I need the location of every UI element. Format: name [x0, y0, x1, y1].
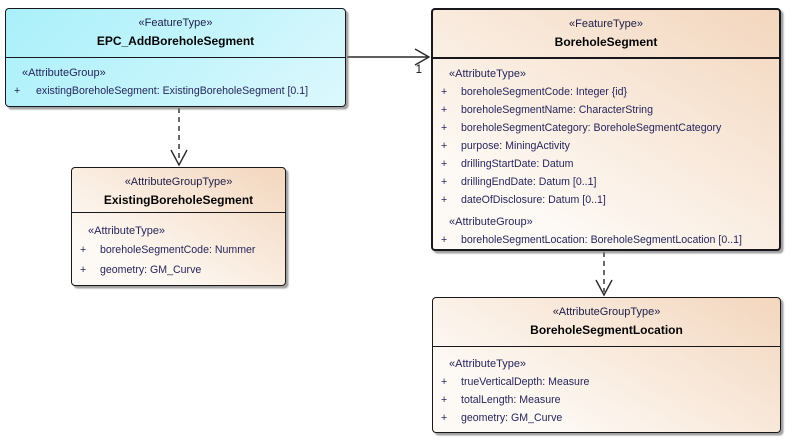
attribute-row: + boreholeSegmentCode: Nummer [72, 240, 285, 260]
stereotype-label: «AttributeGroupType» [124, 176, 233, 188]
dependency-connector-borehole-segment-location[interactable] [595, 252, 613, 297]
visibility-symbol: + [80, 244, 87, 256]
class-name: BoreholeSegmentLocation [530, 323, 683, 337]
attribute-row: + boreholeSegmentCode: Integer {id} [433, 83, 779, 101]
section-stereotype: «AttributeType» [449, 358, 527, 370]
section-stereotype: «AttributeGroup» [449, 216, 533, 228]
visibility-symbol: + [441, 122, 448, 134]
attribute-row: + trueVerticalDepth: Measure [433, 373, 780, 391]
class-boreholesegmentlocation[interactable]: «AttributeGroupType» BoreholeSegmentLoca… [432, 297, 781, 433]
class-header: «FeatureType» EPC_AddBoreholeSegment [6, 9, 345, 57]
attribute-row: + existingBoreholeSegment: ExistingBoreho… [6, 82, 345, 100]
class-name: EPC_AddBoreholeSegment [96, 34, 255, 48]
attribute-row: + drillingStartDate: Datum [433, 155, 779, 173]
attribute-row: + geometry: GM_Curve [72, 260, 285, 280]
attributes-compartment: «AttributeType» + boreholeSegmentCode: Nu… [72, 212, 285, 280]
visibility-symbol: + [441, 86, 448, 98]
attribute-text: geometry: GM_Curve [100, 264, 202, 276]
visibility-symbol: + [441, 412, 448, 424]
attribute-row: + geometry: GM_Curve [433, 409, 780, 427]
attribute-text: totalLength: Measure [461, 394, 561, 406]
dependency-connector-existing-borehole-segment[interactable] [170, 108, 188, 167]
attribute-row: + boreholeSegmentCategory: BoreholeSegmen… [433, 119, 779, 137]
visibility-symbol: + [441, 376, 448, 388]
attribute-text: drillingEndDate: Datum [0..1] [461, 176, 597, 188]
attribute-text: boreholeSegmentLocation: BoreholeSegment… [461, 234, 742, 246]
attributes-compartment: «AttributeGroup» + existingBoreholeSegmen… [6, 57, 345, 100]
attribute-text: boreholeSegmentCode: Nummer [100, 244, 256, 256]
visibility-symbol: + [14, 85, 21, 97]
class-header: «FeatureType» BoreholeSegment [433, 10, 779, 57]
class-boreholesegment[interactable]: «FeatureType» BoreholeSegment «Attribute… [431, 8, 781, 251]
open-arrowhead-icon [170, 149, 188, 167]
open-arrowhead-icon [414, 48, 431, 66]
section-stereotype: «AttributeGroup» [22, 67, 106, 79]
attribute-row: + drillingEndDate: Datum [0..1] [433, 173, 779, 191]
attribute-text: boreholeSegmentCategory: BoreholeSegment… [461, 122, 722, 134]
attribute-row: + totalLength: Measure [433, 391, 780, 409]
attributes-compartment: «AttributeType» + boreholeSegmentCode: In… [433, 57, 779, 249]
attribute-row: + dateOfDisclosure: Datum [0..1] [433, 191, 779, 209]
attribute-text: purpose: MiningActivity [461, 140, 570, 152]
visibility-symbol: + [441, 194, 448, 206]
class-existingboreholesegment[interactable]: «AttributeGroupType» ExistingBoreholeSeg… [71, 167, 286, 286]
visibility-symbol: + [441, 234, 448, 246]
visibility-symbol: + [441, 104, 448, 116]
class-name: ExistingBoreholeSegment [103, 193, 254, 207]
section-stereotype: «AttributeType» [449, 68, 527, 80]
visibility-symbol: + [441, 176, 448, 188]
visibility-symbol: + [441, 158, 448, 170]
attribute-text: trueVerticalDepth: Measure [461, 376, 590, 388]
attribute-text: drillingStartDate: Datum [461, 158, 574, 170]
open-arrowhead-icon [595, 279, 613, 297]
class-header: «AttributeGroupType» ExistingBoreholeSeg… [72, 168, 285, 212]
class-header: «AttributeGroupType» BoreholeSegmentLoca… [433, 298, 780, 346]
stereotype-label: «FeatureType» [138, 17, 213, 29]
association-connector[interactable] [347, 48, 431, 66]
class-name: BoreholeSegment [554, 35, 658, 49]
attributes-compartment: «AttributeType» + trueVerticalDepth: Meas… [433, 346, 780, 427]
visibility-symbol: + [80, 264, 87, 276]
attribute-row: + boreholeSegmentName: CharacterString [433, 101, 779, 119]
attribute-text: dateOfDisclosure: Datum [0..1] [461, 194, 606, 206]
class-epc-addboreholesegment[interactable]: «FeatureType» EPC_AddBoreholeSegment «At… [5, 8, 346, 107]
stereotype-label: «AttributeGroupType» [552, 306, 661, 318]
stereotype-label: «FeatureType» [569, 18, 643, 30]
multiplicity-label: 1 [415, 64, 422, 76]
section-stereotype: «AttributeType» [88, 225, 166, 237]
visibility-symbol: + [441, 394, 448, 406]
attribute-row: + purpose: MiningActivity [433, 137, 779, 155]
attribute-text: existingBoreholeSegment: ExistingBorehol… [36, 85, 309, 97]
attribute-text: boreholeSegmentCode: Integer {id} [461, 86, 628, 98]
visibility-symbol: + [441, 140, 448, 152]
attribute-text: boreholeSegmentName: CharacterString [461, 104, 653, 116]
attribute-row: + boreholeSegmentLocation: BoreholeSegmen… [433, 231, 779, 249]
attribute-text: geometry: GM_Curve [461, 412, 563, 424]
